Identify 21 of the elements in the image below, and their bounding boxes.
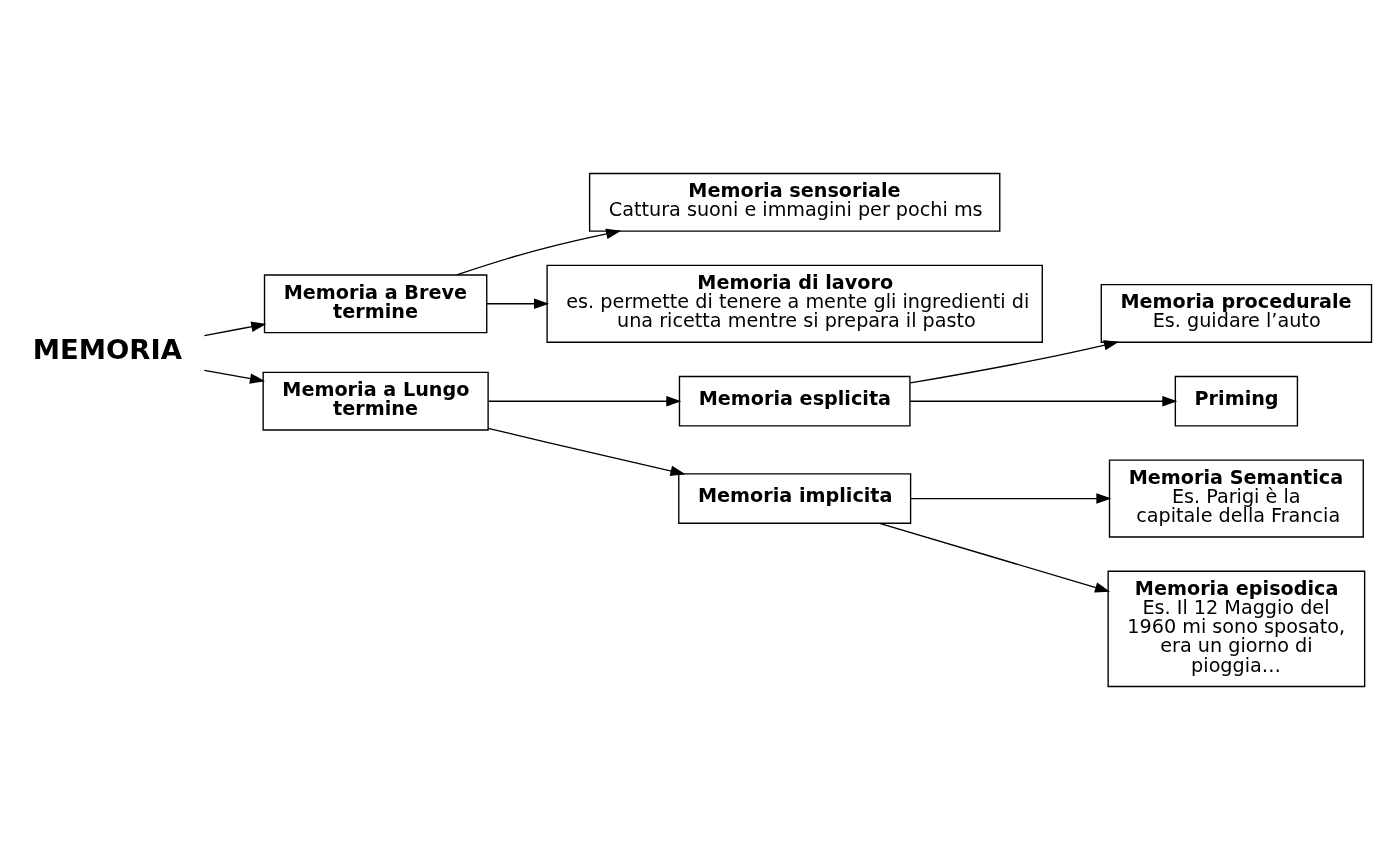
- arrow: [456, 228, 622, 276]
- node-box: Memoria procedurale Es. guidare l’auto: [1100, 283, 1373, 343]
- arrow: [203, 369, 265, 384]
- arrow: [203, 321, 267, 336]
- node-box: Memoria Semantica Es. Parigi è la capitale della Francia: [1108, 459, 1364, 538]
- node-box: Memoria implicita: [678, 472, 912, 524]
- arrow: [909, 395, 1178, 406]
- node-box: Memoria di lavoro es. permette di tenere a mente gli ingredienti di una ricetta mentre si prepara il pasto: [546, 264, 1043, 343]
- node-box: Priming: [1174, 375, 1299, 427]
- node-text: MEMORIA: [32, 333, 182, 365]
- arrow: [487, 427, 686, 476]
- arrow: [487, 395, 682, 406]
- arrow: [910, 492, 1112, 504]
- node-box: Memoria sensoriale Cattura suoni e immagini per pochi ms: [588, 172, 1001, 232]
- node-box: Memoria a Lungo termine: [262, 371, 489, 431]
- node-box: Memoria a Breve termine: [263, 273, 488, 333]
- arrow: [909, 339, 1120, 384]
- arrow: [486, 298, 550, 309]
- arrow: [878, 522, 1111, 593]
- node-box: Memoria esplicita: [678, 375, 911, 427]
- node-box: Memoria episodica Es. Il 12 Maggio del 1960 mi sono sposato, era un giorno di pioggia…: [1107, 570, 1366, 687]
